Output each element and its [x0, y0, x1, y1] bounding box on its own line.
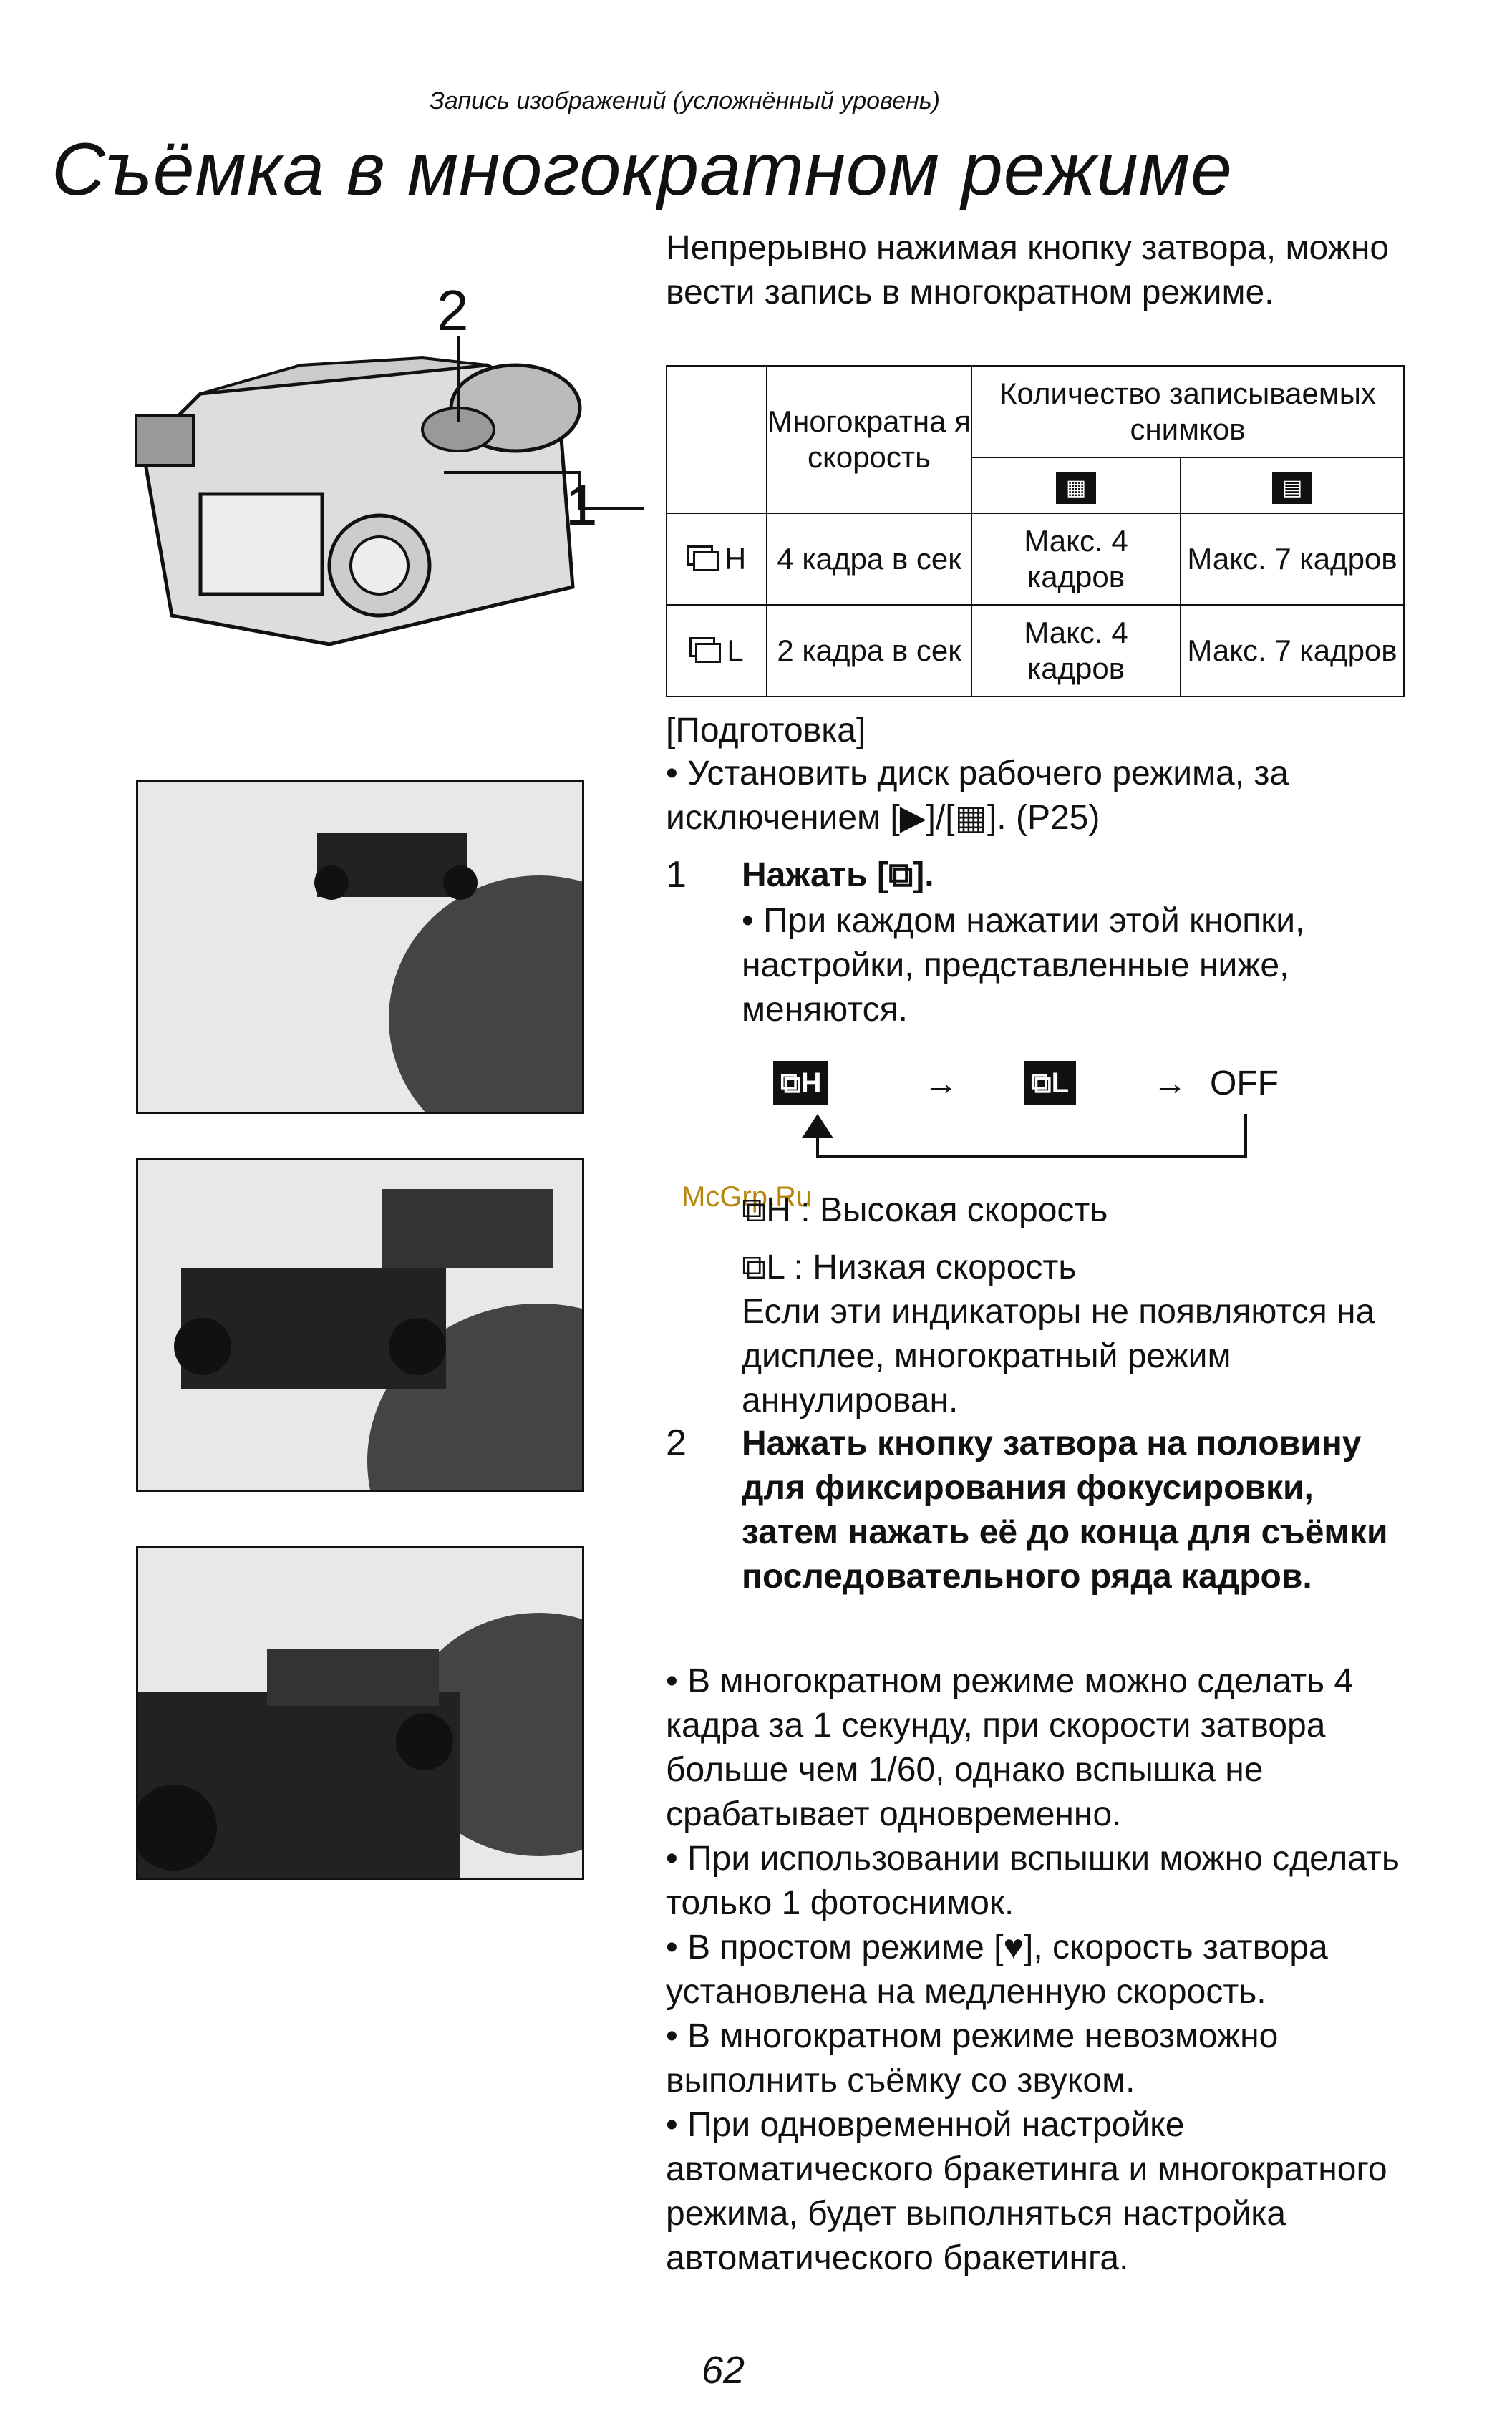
notes-list: В многократном режиме можно сделать 4 ка…: [666, 1659, 1418, 2281]
table-row: L 2 кадра в сек Макс. 4 кадров Макс. 7 к…: [666, 604, 1405, 697]
flow-h: ⧉H: [773, 1061, 829, 1105]
step-2-title: Нажать кнопку затвора на половину для фи…: [742, 1425, 1388, 1596]
step-1-title: Нажать [⧉].: [742, 856, 934, 894]
table-row: H 4 кадра в сек Макс. 4 кадров Макс. 7 к…: [666, 513, 1405, 606]
page-number: 62: [702, 2349, 745, 2392]
list-item: При одновременной настройке автоматическ…: [666, 2103, 1418, 2281]
intro-text: Непрерывно нажимая кнопку затвора, можно…: [666, 229, 1390, 311]
flow-return-arrow: [802, 1114, 1247, 1158]
burst-spec-table: Многократна я скорость Количество записы…: [666, 365, 1405, 697]
flow-arrow-1: →: [924, 1064, 958, 1102]
burst-icon: [687, 545, 724, 577]
speed-cell: 4 кадра в сек: [766, 513, 972, 606]
standard-cell: Макс. 7 кадров: [1180, 513, 1405, 606]
section-subtitle: Запись изображений (усложнённый уровень): [430, 87, 940, 115]
list-item: В многократном режиме можно сделать 4 ка…: [666, 1659, 1418, 1837]
legend-high: ⧉H : Высокая скорость: [742, 1191, 1108, 1229]
legend-low: ⧉L : Низкая скорость: [742, 1248, 1077, 1286]
burst-icon: [689, 636, 727, 669]
quality-standard-header: ▤: [1180, 457, 1405, 514]
mode-cell: H: [666, 513, 767, 606]
prep-heading: [Подготовка]: [666, 712, 866, 750]
col-speed-header: Многократна я скорость: [766, 365, 972, 514]
camera-label-1: 1: [566, 473, 598, 537]
list-item: В простом режиме [♥], скорость затвора у…: [666, 1926, 1418, 2014]
camera-label-2: 2: [437, 278, 469, 342]
photo-frame-2: [136, 1158, 584, 1492]
photo-frame-3: [136, 1546, 584, 1880]
mode-label: H: [724, 542, 747, 576]
fine-cell: Макс. 4 кадров: [971, 604, 1181, 697]
step-2-number: 2: [666, 1422, 687, 1464]
page-title: Съёмка в многократном режиме: [52, 128, 1233, 211]
quality-standard-icon: ▤: [1272, 472, 1312, 504]
photo-frame-1: [136, 780, 584, 1114]
camera-illustration: [135, 336, 644, 646]
flow-off: OFF: [1210, 1064, 1279, 1102]
step-1-note: Если эти индикаторы не появляются на дис…: [742, 1293, 1375, 1420]
mode-label: L: [727, 634, 744, 667]
step-1-bullet: При каждом нажатии этой кнопки, настройк…: [742, 899, 1400, 1032]
watermark: McGrp.Ru: [682, 1181, 813, 1213]
flow-arrow-2: →: [1153, 1064, 1187, 1102]
standard-cell: Макс. 7 кадров: [1180, 604, 1405, 697]
list-item: В многократном режиме невозможно выполни…: [666, 2014, 1418, 2103]
prep-bullet: Установить диск рабочего режима, за искл…: [666, 752, 1410, 840]
list-item: При использовании вспышки можно сделать …: [666, 1837, 1418, 1926]
quality-fine-icon: ▦: [1056, 472, 1096, 504]
mode-cell: L: [666, 604, 767, 697]
flow-l: ⧉L: [1024, 1061, 1076, 1105]
table-corner: [666, 365, 767, 514]
quality-fine-header: ▦: [971, 457, 1181, 514]
speed-cell: 2 кадра в сек: [766, 604, 972, 697]
step-1-number: 1: [666, 854, 687, 896]
fine-cell: Макс. 4 кадров: [971, 513, 1181, 606]
col-count-header: Количество записываемых снимков: [971, 365, 1405, 458]
